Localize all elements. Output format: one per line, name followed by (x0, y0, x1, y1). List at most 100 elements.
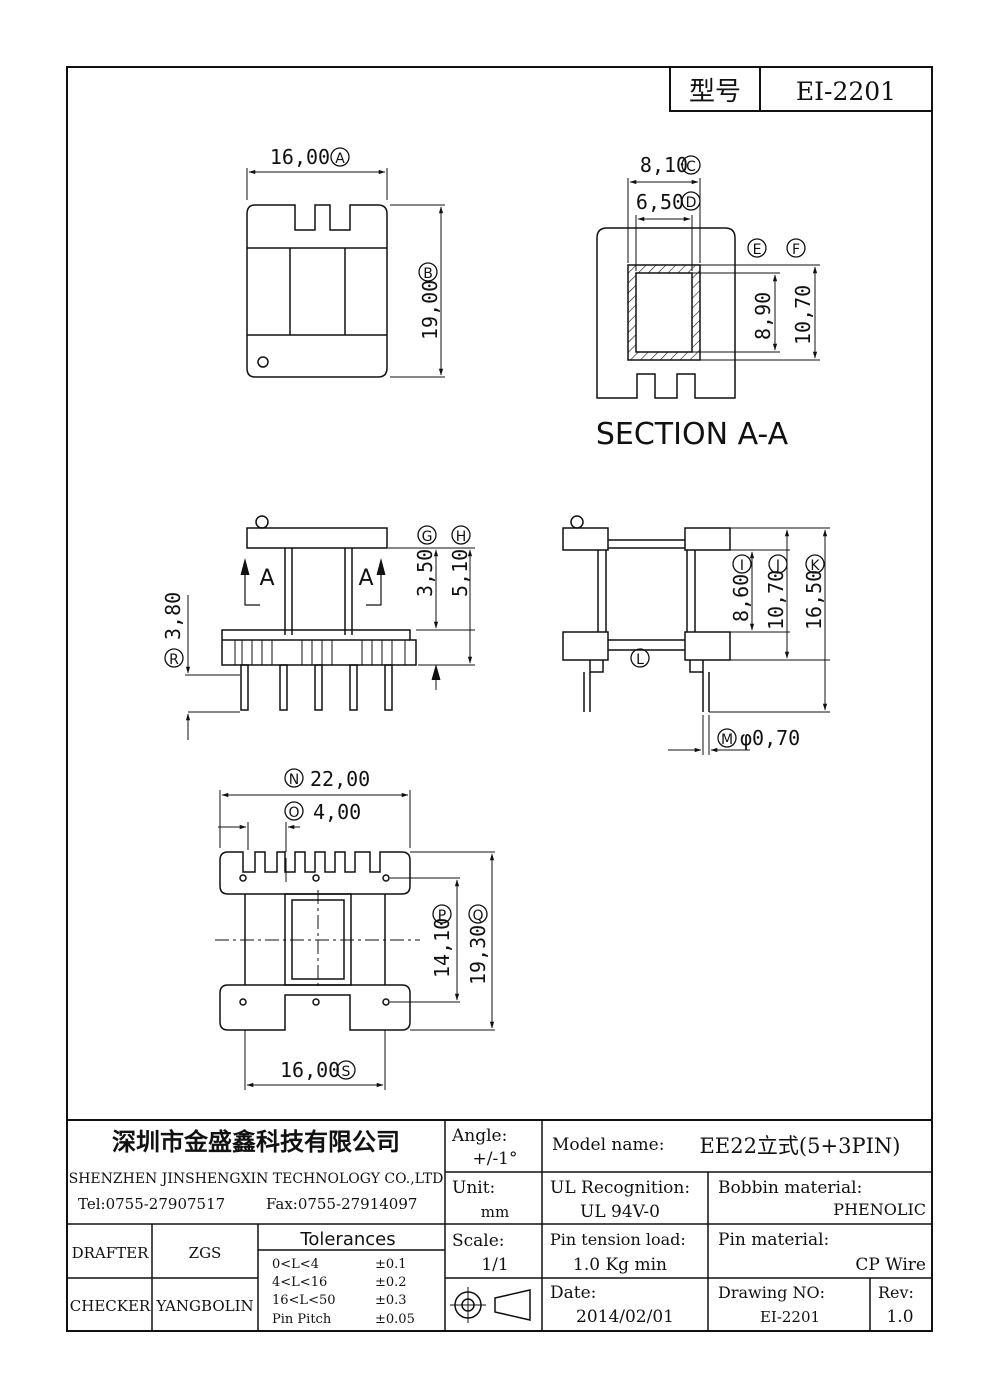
marker-F: F (786, 238, 806, 258)
dim-B-value: 19,00 (418, 280, 442, 340)
drafter-label: DRAFTER (72, 1244, 150, 1262)
ul-value: UL 94V-0 (580, 1202, 660, 1222)
dim-A-value: 16,00 (270, 145, 330, 169)
marker-S: S (336, 1060, 356, 1080)
top-view (246, 168, 445, 378)
section-title: SECTION A-A (596, 417, 789, 452)
company-tel: Tel:0755-27907517 (78, 1195, 225, 1213)
marker-P: P (432, 904, 452, 924)
rev-value: 1.0 (886, 1307, 913, 1327)
date-value: 2014/02/01 (576, 1307, 674, 1327)
svg-text:L: L (636, 652, 644, 668)
bobbin-label: Bobbin material: (718, 1178, 862, 1198)
tolerance-range: 0<L<4 (272, 1257, 319, 1272)
dim-M-value: φ0,70 (740, 726, 800, 750)
dim-K-value: 16,50 (802, 570, 826, 630)
arrow-A-left-label: A (259, 566, 274, 591)
svg-text:F: F (792, 242, 800, 258)
dim-E-value: 8,90 (751, 292, 775, 340)
sheet-border (66, 66, 933, 1332)
bobbin-value: PHENOLIC (833, 1200, 926, 1219)
pin-tension-value: 1.0 Kg min (573, 1255, 667, 1275)
marker-N: N (284, 768, 304, 788)
svg-text:I: I (740, 558, 744, 574)
svg-text:P: P (438, 908, 446, 924)
pin-material-value: CP Wire (855, 1255, 926, 1275)
unit-label: Unit: (452, 1178, 495, 1198)
model-label: 型号 (689, 77, 741, 107)
front-view (185, 515, 475, 740)
bottom-view (215, 790, 495, 1090)
drawing-no-value: EI-2201 (760, 1308, 820, 1326)
dim-P-value: 14,10 (430, 918, 454, 978)
tolerances-table: 0<L<4 ±0.1 4<L<16 ±0.2 16<L<50 ±0.3 Pin … (272, 1257, 415, 1327)
svg-text:J: J (775, 558, 780, 574)
svg-text:C: C (686, 159, 696, 175)
model-name-label: Model name: (552, 1135, 664, 1155)
tolerance-value: ±0.05 (375, 1312, 415, 1327)
svg-text:E: E (753, 242, 762, 258)
dim-S-value: 16,00 (280, 1058, 340, 1082)
marker-R: R (164, 648, 184, 668)
marker-H: H (451, 525, 471, 545)
company-name-cn: 深圳市金盛鑫科技有限公司 (112, 1128, 400, 1156)
svg-text:B: B (423, 266, 433, 282)
title-block (67, 1119, 932, 1331)
tolerance-value: ±0.1 (375, 1257, 407, 1272)
marker-E: E (747, 238, 767, 258)
marker-Q: Q (468, 904, 488, 924)
model-value: EI-2201 (796, 77, 896, 106)
model-header: 型号 EI-2201 (669, 66, 933, 112)
svg-text:G: G (422, 529, 433, 545)
angle-label: Angle: (451, 1126, 507, 1146)
marker-K: K (805, 554, 825, 574)
dim-J-value: 10,70 (764, 570, 788, 630)
angle-value: +/-1° (472, 1149, 517, 1169)
dim-N-value: 22,00 (310, 767, 370, 791)
unit-value: mm (481, 1203, 509, 1221)
arrow-A-right-label: A (358, 566, 373, 591)
svg-text:N: N (289, 772, 299, 788)
scale-value: 1/1 (481, 1255, 508, 1275)
marker-B: B (418, 262, 438, 282)
dim-C-value: 8,10 (640, 153, 688, 177)
marker-J: J (768, 554, 788, 574)
svg-text:S: S (342, 1064, 351, 1080)
marker-M: M (717, 728, 737, 748)
dim-I-value: 8,60 (729, 574, 753, 622)
drafter-value: ZGS (189, 1244, 222, 1262)
ul-label: UL Recognition: (550, 1178, 690, 1198)
company-fax: Fax:0755-27914097 (266, 1195, 417, 1213)
marker-I: I (732, 554, 752, 574)
svg-text:K: K (810, 558, 820, 574)
svg-text:M: M (721, 732, 733, 748)
company-name-en: SHENZHEN JINSHENGXIN TECHNOLOGY CO.,LTD (69, 1171, 444, 1187)
dim-O-value: 4,00 (313, 800, 361, 824)
checker-value: YANGBOLIN (155, 1297, 253, 1315)
pin-tension-label: Pin tension load: (550, 1230, 686, 1249)
dim-R-value: 3,80 (161, 592, 185, 640)
pin-material-label: Pin material: (718, 1230, 829, 1250)
marker-C: C (681, 155, 701, 175)
checker-label: CHECKER (70, 1297, 151, 1315)
tolerances-title: Tolerances (299, 1229, 395, 1250)
dim-F-value: 10,70 (791, 285, 815, 345)
svg-text:O: O (288, 805, 299, 821)
svg-text:A: A (335, 151, 345, 167)
tolerance-range: 4<L<16 (272, 1275, 327, 1290)
model-name-value: EE22立式(5+3PIN) (700, 1134, 901, 1158)
dim-H-value: 5,10 (448, 549, 472, 597)
tolerance-range: 16<L<50 (272, 1293, 336, 1308)
date-label: Date: (550, 1283, 596, 1303)
svg-text:Q: Q (472, 908, 483, 924)
dim-D-value: 6,50 (636, 190, 684, 214)
rev-label: Rev: (878, 1283, 914, 1302)
svg-text:R: R (169, 652, 179, 668)
drawing-no-label: Drawing NO: (718, 1283, 825, 1302)
svg-text:H: H (456, 529, 467, 545)
section-view (596, 178, 820, 399)
marker-A: A (330, 147, 350, 167)
side-view (562, 515, 830, 755)
tolerance-range: Pin Pitch (272, 1312, 332, 1327)
